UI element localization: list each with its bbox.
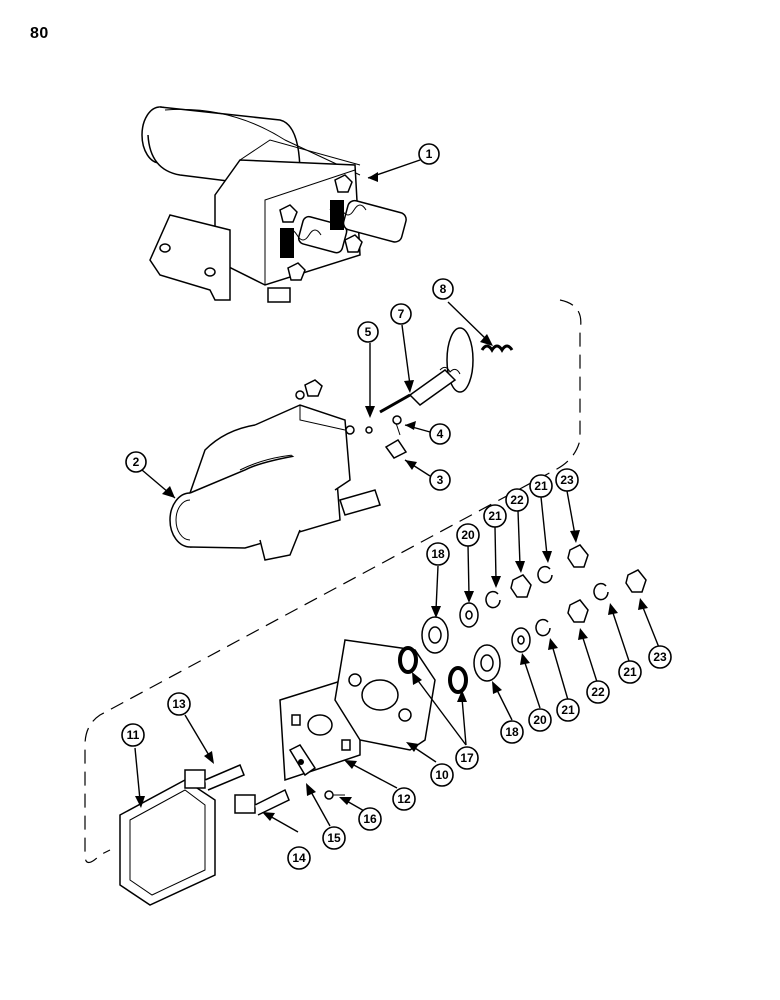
callout-4: 4: [429, 423, 451, 445]
svg-text:1: 1: [426, 147, 433, 161]
svg-text:20: 20: [533, 713, 547, 727]
callout-23-upper: 23: [555, 468, 579, 492]
svg-text:12: 12: [397, 792, 411, 806]
svg-text:21: 21: [623, 665, 637, 679]
svg-text:5: 5: [365, 325, 372, 339]
svg-text:22: 22: [591, 685, 605, 699]
svg-text:18: 18: [505, 725, 519, 739]
assembly-group-outline: [84, 299, 582, 864]
callout-21-c: 21: [556, 698, 580, 722]
callout-11: 11: [121, 723, 145, 747]
page-number: 80: [30, 25, 49, 42]
callout-3: 3: [429, 469, 451, 491]
callout-14: 14: [287, 846, 311, 870]
svg-text:7: 7: [398, 307, 405, 321]
svg-text:13: 13: [172, 697, 186, 711]
leader-lines: [134, 159, 661, 833]
callout-18-upper: 18: [426, 542, 450, 566]
callout-16: 16: [358, 807, 382, 831]
callout-12: 12: [392, 787, 416, 811]
callout-23-lower: 23: [648, 645, 672, 669]
washers-and-nuts-drawing: [398, 544, 647, 694]
plunger-and-spring-drawing: [365, 327, 514, 459]
svg-text:17: 17: [460, 751, 474, 765]
svg-text:18: 18: [431, 547, 445, 561]
callout-10: 10: [430, 763, 454, 787]
svg-text:21: 21: [534, 479, 548, 493]
svg-text:23: 23: [560, 473, 574, 487]
svg-text:22: 22: [510, 493, 524, 507]
callout-21-b: 21: [529, 474, 553, 498]
svg-text:20: 20: [461, 528, 475, 542]
callout-18-lower: 18: [500, 720, 524, 744]
svg-text:11: 11: [127, 728, 140, 742]
svg-text:23: 23: [653, 650, 667, 664]
svg-text:21: 21: [488, 509, 502, 523]
svg-text:8: 8: [440, 282, 447, 296]
callout-22-lower: 22: [586, 680, 610, 704]
svg-text:16: 16: [363, 812, 377, 826]
callout-20-upper: 20: [456, 523, 480, 547]
svg-text:4: 4: [437, 427, 444, 441]
callout-15: 15: [322, 826, 346, 850]
solenoid-body-drawing: [169, 379, 381, 561]
svg-text:2: 2: [133, 455, 140, 469]
callout-7: 7: [390, 303, 412, 325]
callout-8: 8: [432, 278, 454, 300]
callout-21-d: 21: [618, 660, 642, 684]
svg-text:10: 10: [435, 768, 449, 782]
callout-21-a: 21: [483, 504, 507, 528]
callout-1: 1: [418, 143, 440, 165]
callout-5: 5: [357, 321, 379, 343]
callout-22-upper: 22: [505, 488, 529, 512]
svg-text:15: 15: [327, 831, 341, 845]
callout-13: 13: [167, 692, 191, 716]
svg-text:14: 14: [292, 851, 306, 865]
svg-text:21: 21: [561, 703, 575, 717]
svg-text:3: 3: [437, 473, 444, 487]
callout-2: 2: [125, 451, 147, 473]
solenoid-assembly-drawing: [141, 106, 407, 303]
callout-20-lower: 20: [528, 708, 552, 732]
cover-plate-parts-drawing: [119, 639, 436, 906]
callout-17: 17: [455, 746, 479, 770]
